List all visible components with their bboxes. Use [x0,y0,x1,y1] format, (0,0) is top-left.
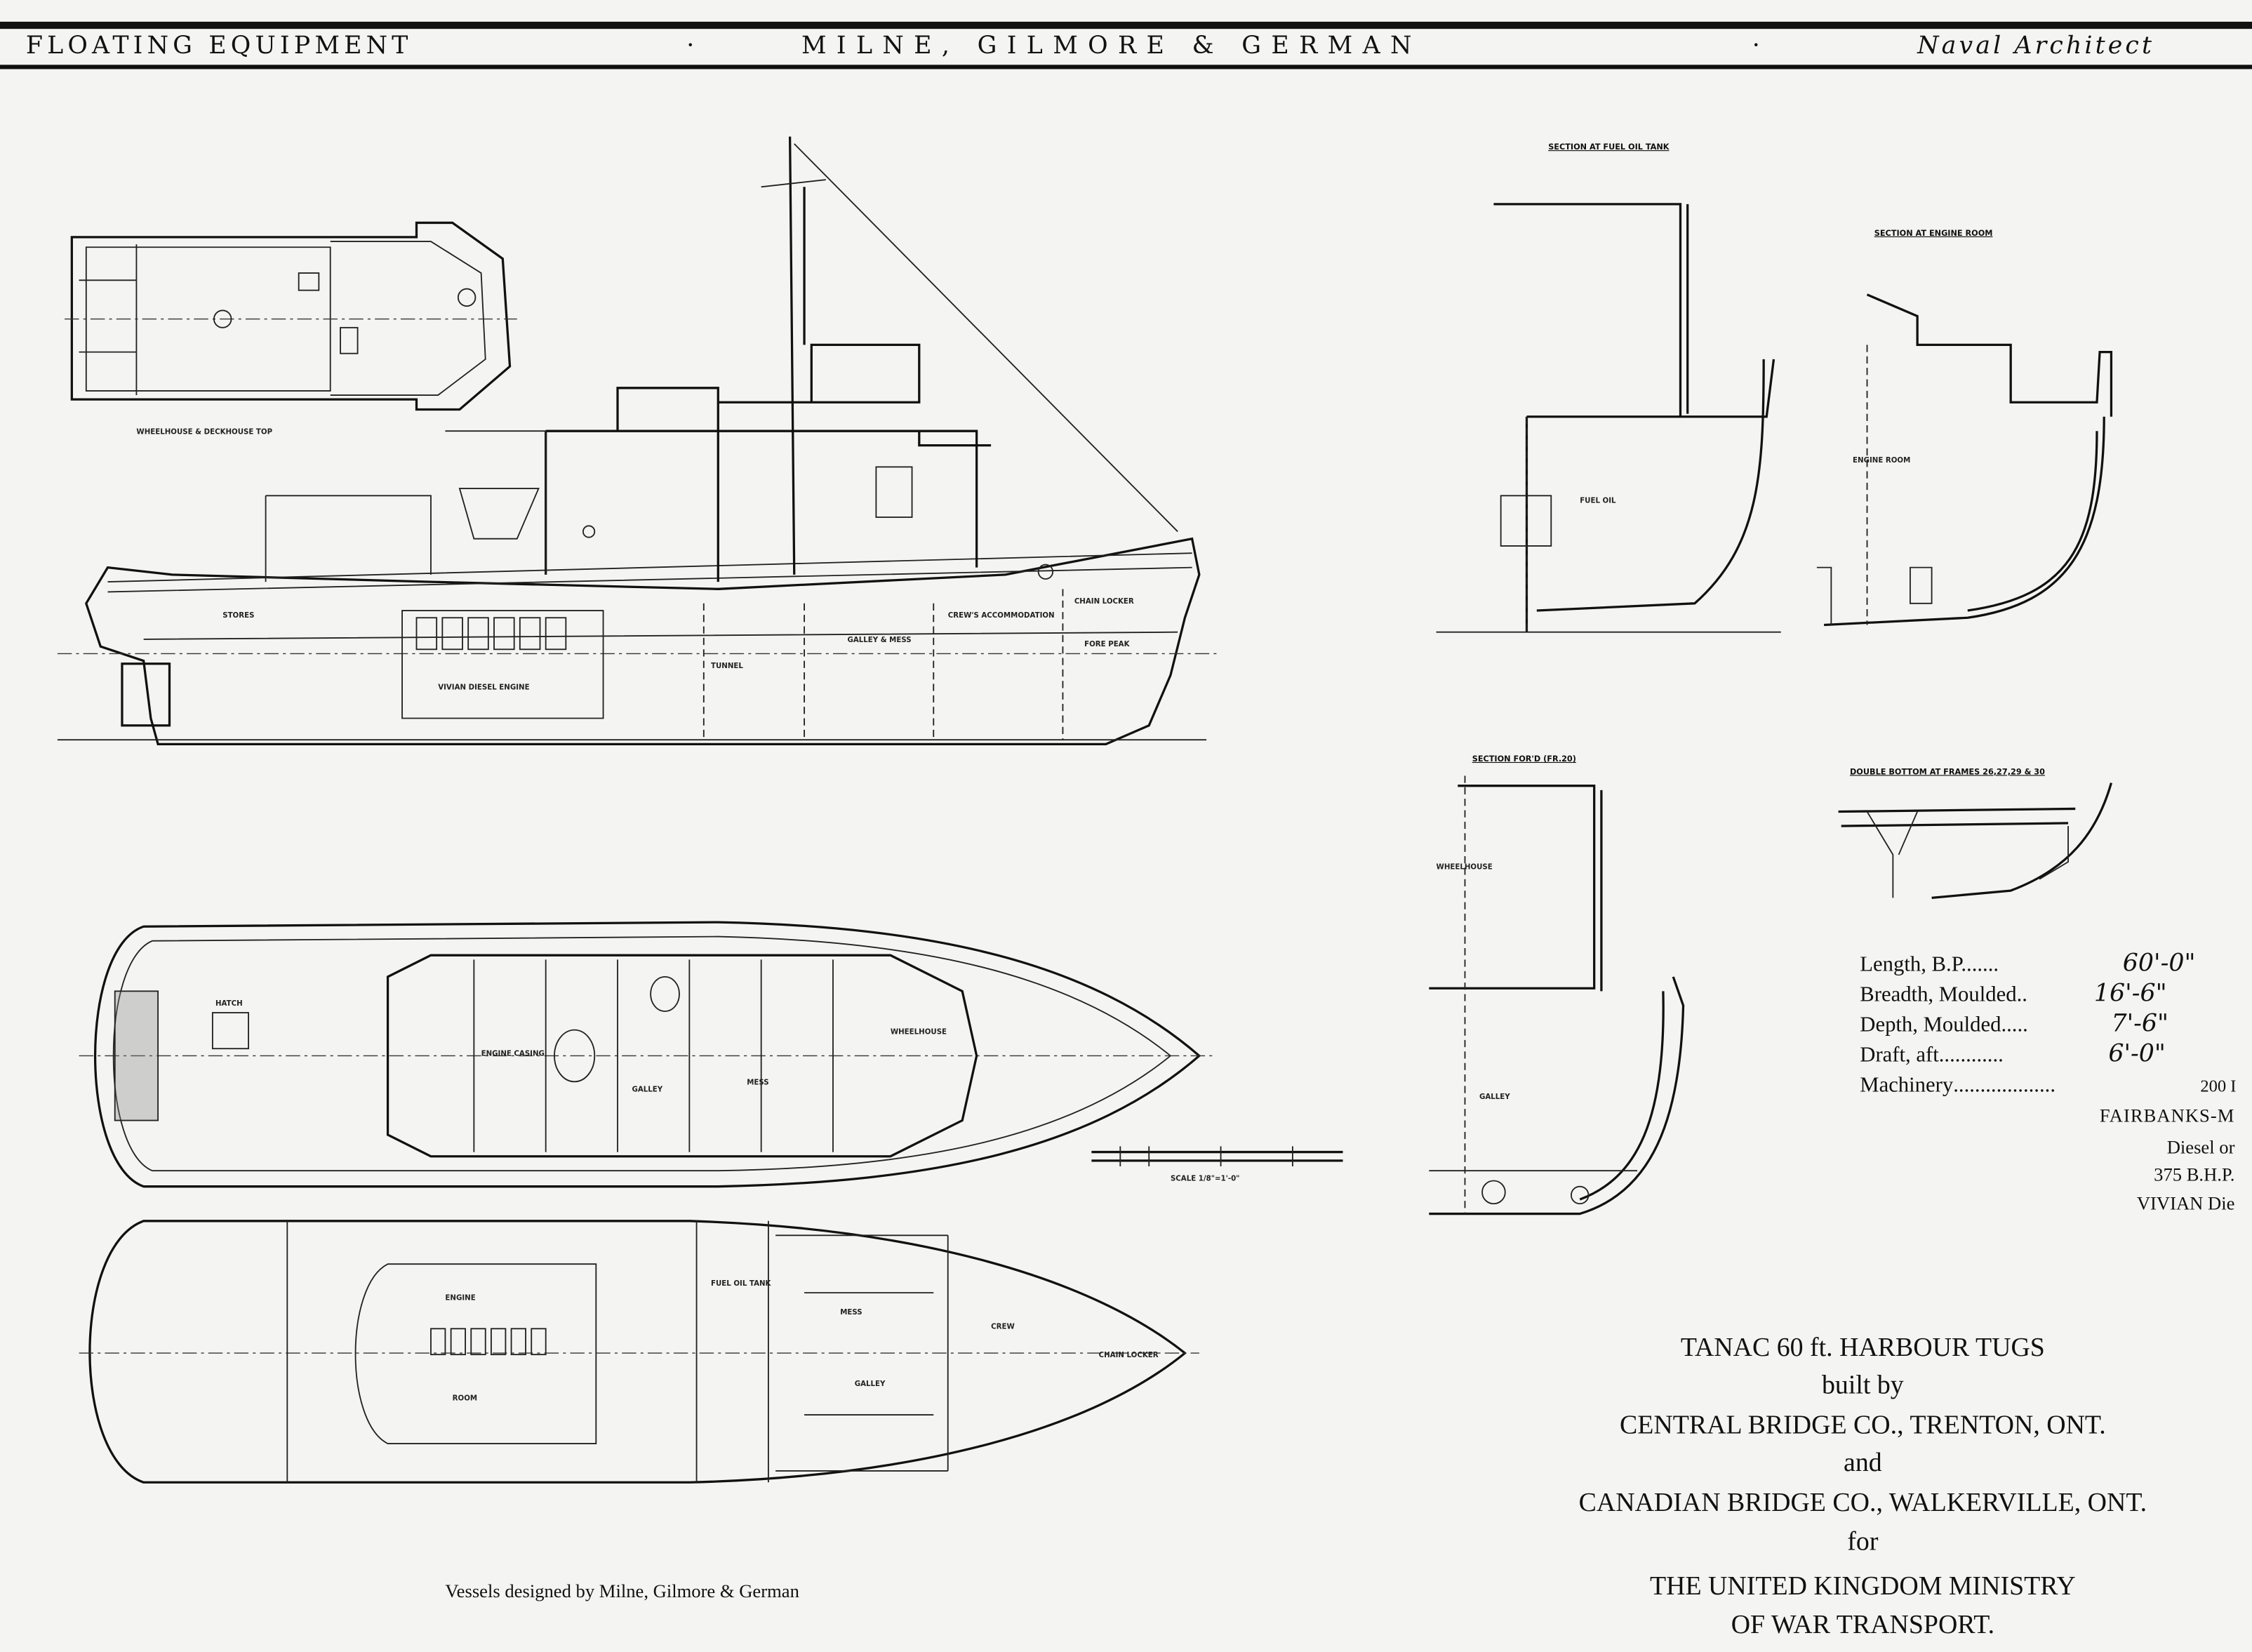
header-separator: · [1752,32,1764,60]
svg-text:Depth, Moulded.....: Depth, Moulded..... [1860,1013,2028,1037]
deck-plan-label: HATCH [215,1000,243,1008]
spec-row: Breadth, Moulded.. 16'-6" [1860,980,2166,1008]
title-line: built by [1822,1370,1904,1399]
section-label: WHEELHOUSE [1437,863,1493,871]
hold-plan-label: FUEL OIL TANK [711,1280,772,1288]
header-separator: · [686,32,698,60]
spec-row: Draft, aft............ 6'-0" [1860,1040,2166,1068]
spec-row: Length, B.P....... 60'-0" [1860,950,2195,978]
profile-label: VIVIAN DIESEL ENGINE [438,684,529,692]
designer-caption: Vessels designed by Milne, Gilmore & Ger… [445,1580,799,1601]
spec-dots: ..... [2001,1013,2027,1037]
section-label: GALLEY [1479,1093,1510,1101]
header-center: MILNE, GILMORE & GERMAN [801,32,1422,60]
wheelhouse-top-plan: WHEELHOUSE & DECKHOUSE TOP [65,221,517,436]
profile-elevation: STORES TUNNEL GALLEY & MESS CREW'S ACCOM… [57,136,1221,745]
profile-label: GALLEY & MESS [847,637,911,644]
deck-plan: HATCH ENGINE CASING GALLEY MESS WHEELHOU… [79,921,1214,1188]
header-left: FLOATING EQUIPMENT [26,32,413,60]
deck-plan-label: GALLEY [632,1086,662,1094]
section-engine-room: SECTION AT ENGINE ROOM ENGINE ROOM [1816,229,2113,627]
spec-dots: ...... [1966,952,1999,976]
profile-label: CHAIN LOCKER [1074,598,1134,606]
header-right: Naval Architect [1917,32,2154,60]
section-title: SECTION AT FUEL OIL TANK [1548,142,1670,152]
title-line: OF WAR TRANSPORT. [1731,1610,1994,1639]
spec-label: Breadth, Moulded [1860,982,2016,1006]
spec-value: 200 I [2200,1077,2236,1096]
spec-label: Length, B.P. [1860,952,1966,976]
hold-plan: ENGINE ROOM FUEL OIL TANK MESS GALLEY CR… [79,1220,1199,1484]
svg-text:Length, B.P.......: Length, B.P....... [1860,952,1999,976]
title-line: CANADIAN BRIDGE CO., WALKERVILLE, ONT. [1579,1488,2147,1517]
section-label: ENGINE ROOM [1853,457,1910,465]
profile-label: FORE PEAK [1084,641,1130,648]
section-title: SECTION FOR'D (FR.20) [1472,754,1576,764]
page-header: FLOATING EQUIPMENT · MILNE, GILMORE & GE… [0,21,2252,69]
deck-plan-label: ENGINE CASING [481,1050,545,1058]
spec-label: Depth, Moulded [1860,1013,2001,1037]
scale-label: SCALE 1/8"=1'-0" [1171,1175,1240,1183]
spec-value: 6'-0" [2108,1040,2166,1068]
spec-dots: .. [2017,982,2027,1006]
profile-label: STORES [222,612,254,620]
deck-plan-label: WHEELHOUSE [891,1029,947,1037]
specifications: Length, B.P....... 60'-0" Breadth, Mould… [1860,950,2236,1214]
spec-dots: ................... [1953,1073,2056,1097]
section-title: SECTION AT ENGINE ROOM [1874,229,1993,238]
section-title: DOUBLE BOTTOM AT FRAMES 26,27,29 & 30 [1850,767,2045,776]
title-line: TANAC 60 ft. HARBOUR TUGS [1681,1333,2045,1362]
scale-bar: SCALE 1/8"=1'-0" [1091,1146,1343,1183]
svg-text:Draft, aft............: Draft, aft............ [1860,1043,2004,1067]
spec-row: Machinery................... 200 I [1860,1073,2236,1097]
machinery-note: Diesel or [2167,1137,2235,1158]
section-double-bottom: DOUBLE BOTTOM AT FRAMES 26,27,29 & 30 [1838,767,2113,899]
title-line: CENTRAL BRIDGE CO., TRENTON, ONT. [1620,1411,2106,1440]
hold-plan-label: CHAIN LOCKER [1099,1352,1159,1359]
deck-plan-label: MESS [747,1079,768,1086]
hold-plan-label: MESS [840,1309,862,1317]
title-line: THE UNITED KINGDOM MINISTRY [1650,1571,2076,1601]
profile-label: TUNNEL [711,662,743,670]
spec-dots: ............ [1939,1043,2004,1067]
spec-label: Machinery [1860,1073,1954,1097]
spec-value: 60'-0" [2123,950,2196,978]
section-forward: SECTION FOR'D (FR.20) WHEELHOUSE GALLEY [1429,754,1685,1215]
hold-plan-label: ROOM [453,1395,477,1403]
title-block: TANAC 60 ft. HARBOUR TUGS built by CENTR… [1579,1333,2147,1639]
profile-label: CREW'S ACCOMMODATION [948,612,1055,620]
spec-label: Draft, aft [1860,1043,1939,1067]
spec-value: 16'-6" [2094,980,2167,1008]
header-top-rule [0,21,2252,29]
hold-plan-label: GALLEY [855,1380,886,1388]
wheelhouse-top-label: WHEELHOUSE & DECKHOUSE TOP [136,428,272,436]
spec-value: 7'-6" [2111,1010,2168,1038]
svg-text:Breadth, Moulded..: Breadth, Moulded.. [1860,982,2027,1006]
section-fuel-oil-tank: SECTION AT FUEL OIL TANK FUEL OIL [1436,142,1781,633]
spec-row: Depth, Moulded..... 7'-6" [1860,1010,2168,1038]
hold-plan-label: ENGINE [445,1294,475,1302]
machinery-note: VIVIAN Die [2137,1192,2235,1213]
title-line: and [1844,1448,1882,1477]
section-label: FUEL OIL [1580,498,1616,505]
machinery-note: 375 B.H.P. [2154,1164,2234,1185]
hold-plan-label: CREW [991,1323,1015,1331]
title-line: for [1847,1526,1879,1556]
header-bottom-rule [0,65,2252,69]
svg-text:Machinery...................: Machinery................... [1860,1073,2056,1097]
machinery-note: FAIRBANKS-M [2100,1105,2235,1126]
